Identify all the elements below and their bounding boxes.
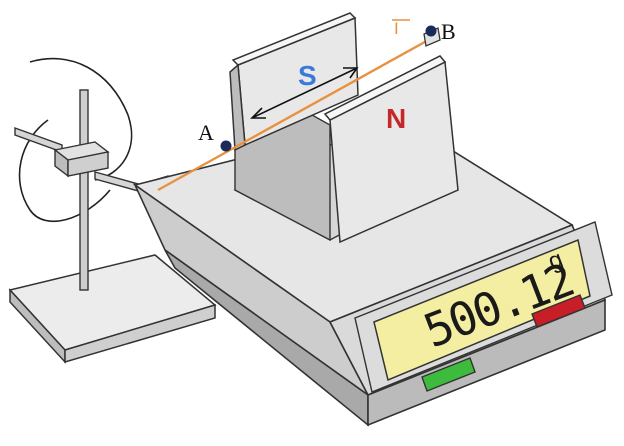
north-pole-label: N: [386, 103, 406, 134]
force-arrow: [250, 67, 359, 119]
current-label: I: [394, 19, 399, 38]
north-pole-plate: [323, 55, 459, 244]
red-button[interactable]: [531, 294, 586, 328]
point-b-label: B: [441, 19, 456, 44]
point-b-dot: [425, 25, 437, 37]
south-pole-plate: [229, 12, 359, 152]
scale-display: [373, 238, 591, 382]
point-a-label: A: [198, 120, 214, 145]
stand-base: [8, 254, 217, 364]
green-button[interactable]: [421, 357, 476, 392]
south-pole-label: S: [298, 60, 317, 91]
conducting-wire: [157, 36, 433, 192]
stand-rod: [14, 89, 89, 291]
point-a-dot: [220, 140, 232, 152]
